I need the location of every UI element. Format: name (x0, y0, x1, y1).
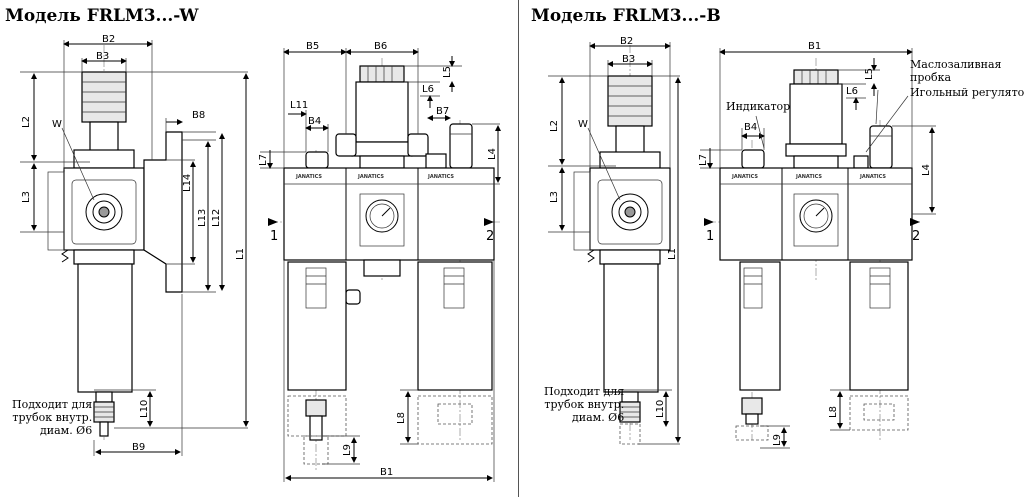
brand-label-6: JANATICS (859, 174, 886, 180)
port-outlet-w: 2 (486, 229, 494, 244)
dim-b6: B6 (374, 41, 387, 52)
tube-note-right-line3: диам. Ø6 (571, 411, 625, 424)
dim-l3-b: L3 (549, 191, 560, 203)
dim-l3: L3 (21, 191, 32, 203)
dim-l13: L13 (197, 209, 208, 227)
oil-plug-label-line2: пробка (910, 71, 952, 84)
title-model-b: Модель FRLM3...-B (531, 6, 721, 26)
dim-l6-b: L6 (846, 86, 858, 97)
dim-l5-b: L5 (864, 68, 875, 80)
dim-l10-b: L10 (655, 400, 666, 418)
tube-note-left: Подходит для трубок внутр. диам. Ø6 (12, 398, 92, 437)
dim-l9: L9 (342, 444, 353, 456)
side-view-b: B2 B3 W L2 L3 L1 L10 (548, 36, 681, 445)
side-view-w: B2 B3 W B8 L2 L3 L14 L13 L12 L1 L10 B9 (20, 34, 249, 456)
tube-note-right-line2: трубок внутр. (544, 398, 625, 411)
tube-note-left-line1: Подходит для (12, 398, 93, 411)
dim-l14: L14 (182, 174, 193, 192)
dim-l10: L10 (139, 400, 150, 418)
dim-b8: B8 (192, 110, 205, 121)
dim-l2-b: L2 (549, 120, 560, 132)
dim-b4: B4 (308, 116, 321, 127)
dim-l7: L7 (258, 154, 269, 166)
indicator-label: Индикатор (726, 100, 791, 113)
dim-l5: L5 (442, 66, 453, 78)
brand-label-5: JANATICS (795, 174, 822, 180)
tube-note-right: Подходит для трубок внутр. диам. Ø6 (544, 385, 624, 424)
tube-note-left-line3: диам. Ø6 (39, 424, 93, 437)
oil-plug-label-line1: Маслозаливная (910, 58, 1002, 71)
dim-b2: B2 (102, 34, 115, 45)
port-inlet-w: 1 (270, 229, 278, 244)
port-inlet-b: 1 (706, 229, 714, 244)
section-divider (518, 0, 519, 497)
dim-l12: L12 (211, 209, 222, 227)
dim-l6: L6 (422, 84, 434, 95)
dim-b7: B7 (436, 106, 449, 117)
label-w: W (52, 119, 62, 130)
dim-l9-b: L9 (772, 434, 783, 446)
tube-note-left-line2: трубок внутр. (12, 411, 93, 424)
front-view-b: JANATICS JANATICS JANATICS 1 2 (698, 41, 936, 449)
dim-l8-b: L8 (828, 406, 839, 418)
oil-plug-label: Маслозаливная пробка (910, 58, 1002, 84)
brand-label-3: JANATICS (427, 174, 454, 180)
dim-b5: B5 (306, 41, 319, 52)
port-outlet-b: 2 (912, 229, 920, 244)
dim-b1: B1 (380, 467, 393, 478)
tube-note-right-line1: Подходит для (544, 385, 625, 398)
brand-label-1: JANATICS (295, 174, 322, 180)
dim-b9: B9 (132, 442, 145, 453)
dim-b3-b: B3 (622, 54, 635, 65)
dim-b1-b: B1 (808, 41, 821, 52)
needle-regulator-label: Игольный регулятор (910, 86, 1024, 99)
dim-l1: L1 (235, 248, 246, 260)
dim-b4-b: B4 (744, 122, 757, 133)
dim-b3: B3 (96, 51, 109, 62)
dim-l1-b: L1 (667, 248, 678, 260)
dim-l8: L8 (396, 412, 407, 424)
dim-l4-b: L4 (921, 164, 932, 176)
dim-l2: L2 (21, 116, 32, 128)
brand-label-4: JANATICS (731, 174, 758, 180)
brand-label-2: JANATICS (357, 174, 384, 180)
title-model-w: Модель FRLM3...-W (5, 6, 199, 26)
dim-l4: L4 (487, 148, 498, 160)
dim-l7-b: L7 (698, 154, 709, 166)
front-view-w: JANATICS JANATICS JANATICS 1 2 (258, 41, 501, 482)
dim-l11: L11 (290, 100, 308, 111)
dim-b2-b: B2 (620, 36, 633, 47)
label-w-b: W (578, 119, 588, 130)
